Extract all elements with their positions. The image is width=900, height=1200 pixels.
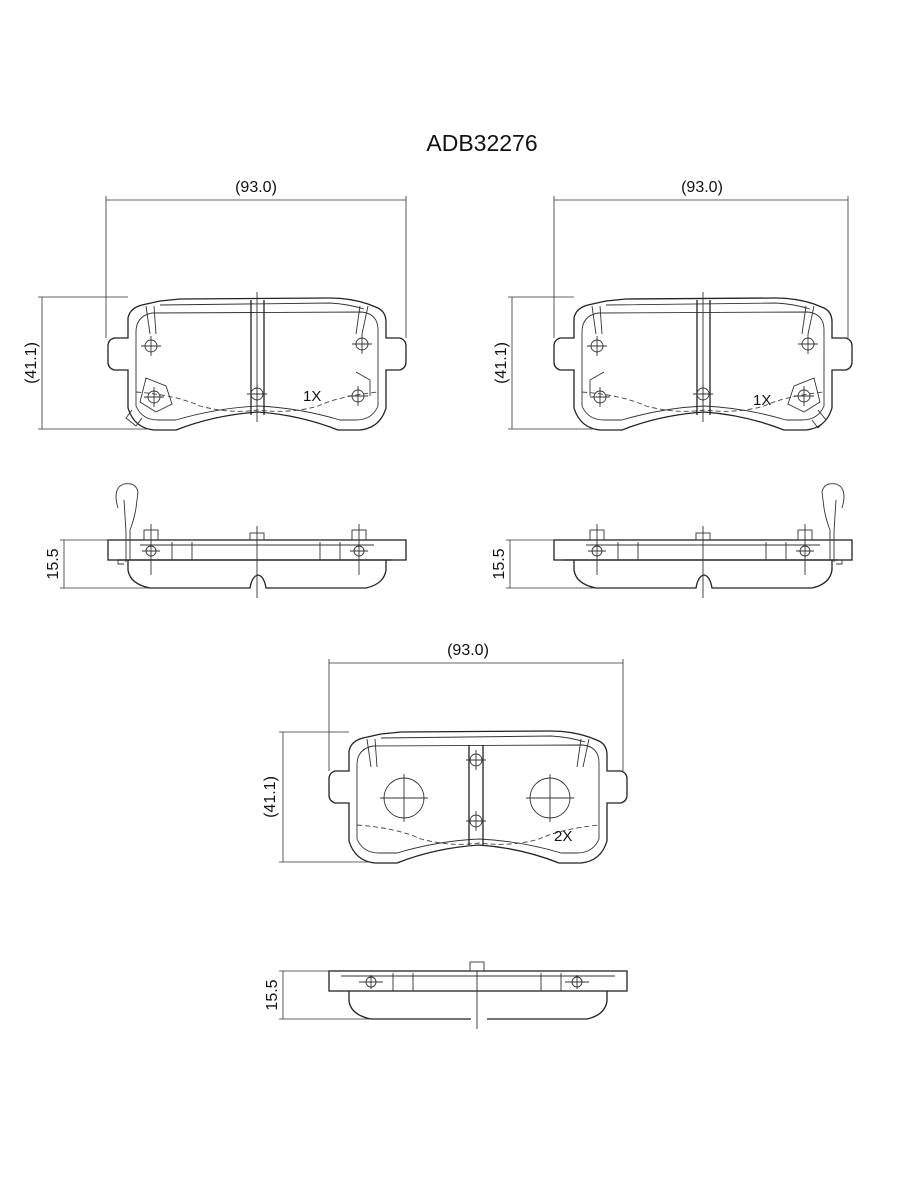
height-label-center: (41.1) <box>262 776 279 818</box>
height-dimension-right: (41.1) <box>493 296 596 430</box>
pad-front-view-right: 1X (93.0) (41.1) <box>493 179 853 431</box>
pad-front-view-left: 1X (93.0) (41.1) <box>23 179 407 431</box>
pad-side-view-center: 15.5 <box>264 961 628 1029</box>
height-label-right: (41.1) <box>493 342 510 384</box>
pad-side-view-left: 15.5 <box>45 483 407 599</box>
quantity-label-right: 1X <box>753 392 771 409</box>
thickness-dimension-left: 15.5 <box>45 539 150 589</box>
thickness-dimension-right: 15.5 <box>491 539 596 589</box>
thickness-label-left: 15.5 <box>45 548 62 579</box>
width-label-right: (93.0) <box>681 179 723 196</box>
width-dimension-left: (93.0) <box>105 179 407 338</box>
thickness-dimension-center: 15.5 <box>264 970 371 1020</box>
part-number-title: ADB32276 <box>426 130 537 156</box>
height-dimension-center: (41.1) <box>262 731 371 863</box>
height-dimension-left: (41.1) <box>23 296 150 430</box>
thickness-label-center: 15.5 <box>264 979 281 1010</box>
thickness-label-right: 15.5 <box>491 548 508 579</box>
width-dimension-center: (93.0) <box>328 642 624 771</box>
width-label-center: (93.0) <box>447 642 489 659</box>
quantity-label-center: 2X <box>554 828 572 845</box>
width-dimension-right: (93.0) <box>553 179 849 338</box>
pad-front-view-center: 2X (93.0) (41.1) <box>262 642 628 864</box>
quantity-label-left: 1X <box>303 388 321 405</box>
pad-side-view-right: 15.5 <box>491 483 853 599</box>
height-label-left: (41.1) <box>23 342 40 384</box>
width-label-left: (93.0) <box>235 179 277 196</box>
